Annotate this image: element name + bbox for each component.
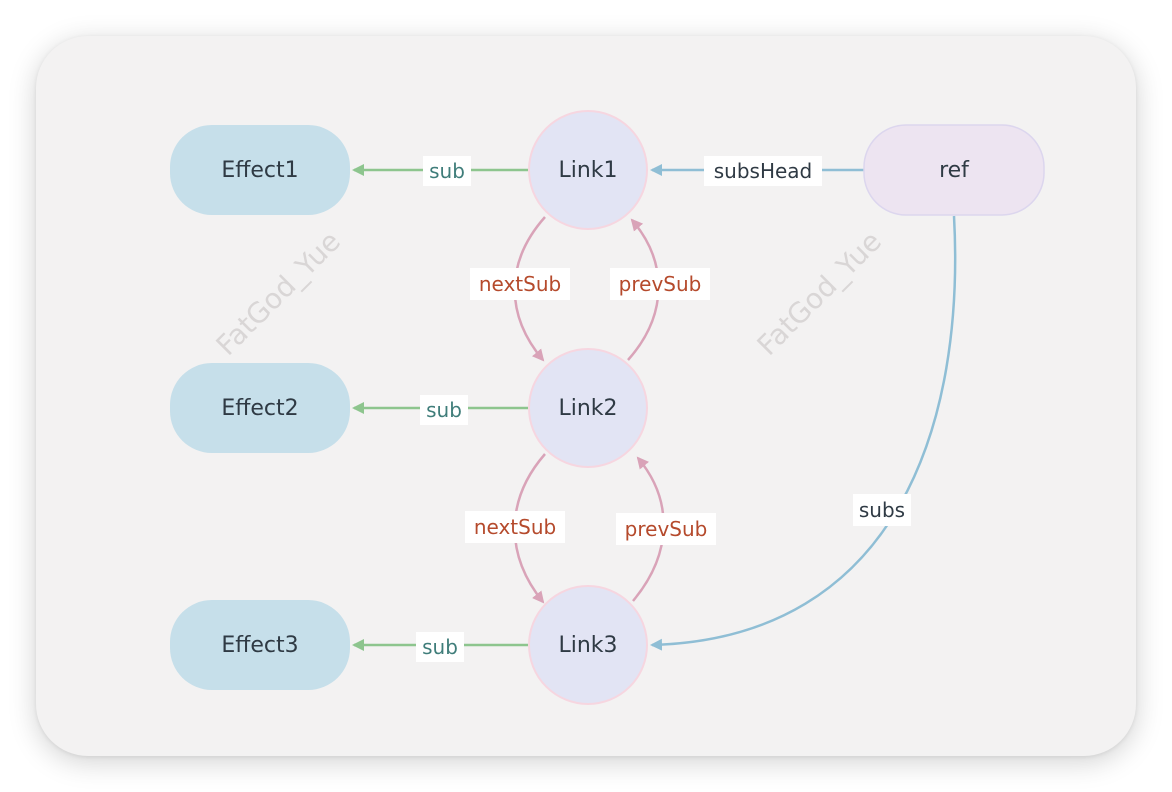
watermark-left: FatGod_Yue: [210, 225, 347, 362]
label-subs-head: subsHead: [704, 156, 822, 186]
effect1-node: Effect1: [170, 125, 350, 215]
label-prev-sub-1: prevSub: [610, 268, 710, 300]
label-sub-2-text: sub: [426, 398, 462, 422]
label-prev-sub-2-text: prevSub: [625, 517, 708, 541]
link2-label: Link2: [558, 396, 617, 421]
link3-node: Link3: [528, 585, 648, 705]
effect2-label: Effect2: [221, 396, 298, 421]
effect3-node: Effect3: [170, 600, 350, 690]
label-sub-1: sub: [423, 156, 471, 186]
link1-node: Link1: [528, 110, 648, 230]
label-subs-head-text: subsHead: [714, 159, 813, 183]
label-subs-text: subs: [859, 498, 905, 522]
label-prev-sub-2: prevSub: [616, 513, 716, 545]
watermark-right: FatGod_Yue: [751, 225, 888, 362]
effect2-node: Effect2: [170, 363, 350, 453]
label-sub-3-text: sub: [422, 635, 458, 659]
ref-label: ref: [939, 158, 970, 183]
label-subs: subs: [853, 494, 911, 526]
ref-node: ref: [863, 124, 1045, 216]
label-sub-3: sub: [416, 632, 464, 662]
label-sub-2: sub: [420, 395, 468, 425]
label-next-sub-1: nextSub: [470, 268, 570, 300]
label-next-sub-2-text: nextSub: [474, 515, 556, 539]
link2-node: Link2: [528, 348, 648, 468]
link3-label: Link3: [558, 633, 617, 658]
label-prev-sub-1-text: prevSub: [619, 272, 702, 296]
link1-label: Link1: [558, 158, 617, 183]
effect1-label: Effect1: [221, 158, 298, 183]
label-sub-1-text: sub: [429, 159, 465, 183]
label-next-sub-1-text: nextSub: [479, 272, 561, 296]
effect3-label: Effect3: [221, 633, 298, 658]
label-next-sub-2: nextSub: [465, 511, 565, 543]
